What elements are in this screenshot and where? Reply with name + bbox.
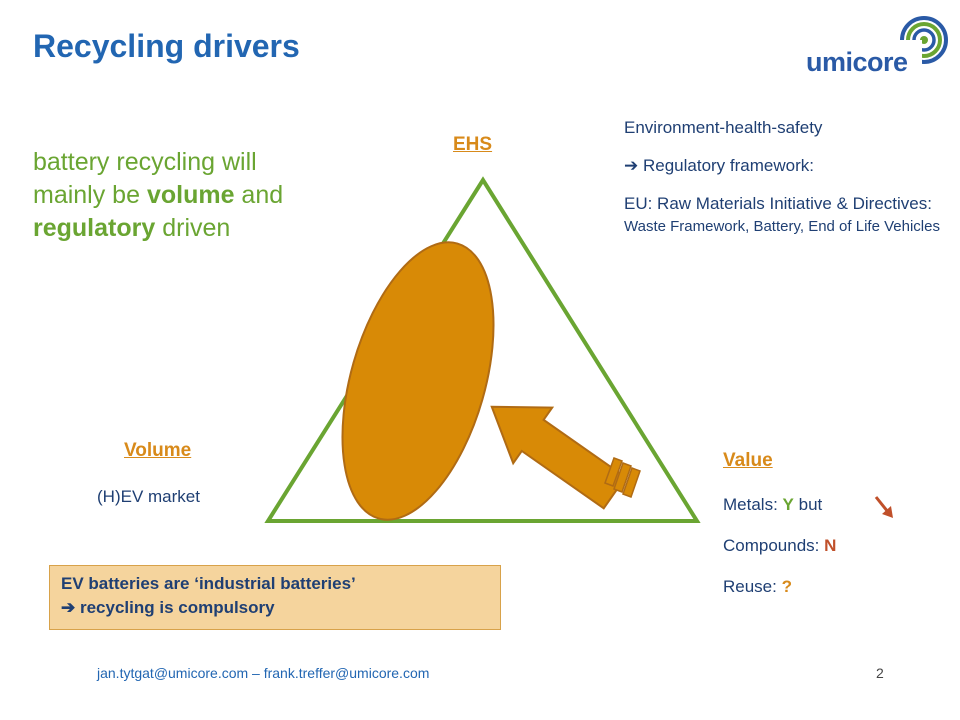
callout-box: EV batteries are ‘industrial batteries’ … bbox=[49, 565, 501, 630]
down-trend-arrow-icon bbox=[874, 496, 893, 518]
value-row-reuse: Reuse: ? bbox=[723, 577, 836, 597]
metals-value: Y bbox=[782, 495, 794, 514]
focus-ellipse bbox=[341, 241, 495, 521]
metals-suffix: but bbox=[798, 495, 823, 514]
ehs-line: Environment-health-safety bbox=[624, 118, 823, 137]
footer-contacts: jan.tytgat@umicore.com – frank.treffer@u… bbox=[97, 665, 430, 681]
value-row-compounds: Compounds: N bbox=[723, 536, 836, 556]
lead-bold-regulatory: regulatory bbox=[33, 214, 156, 242]
metals-label: Metals: bbox=[723, 495, 778, 514]
logo-text: umicore bbox=[806, 47, 908, 77]
arrow-tail-stripes bbox=[604, 457, 641, 498]
lead-statement: battery recycling will mainly be volume … bbox=[33, 146, 333, 245]
volume-description: (H)EV market bbox=[97, 487, 200, 506]
value-row-metals: Metals: Y but bbox=[723, 495, 836, 515]
value-label: Value bbox=[723, 450, 773, 471]
value-description: Metals: Y but Compounds: N Reuse: ? bbox=[723, 495, 836, 618]
volume-label: Volume bbox=[124, 440, 192, 461]
callout-line: EV batteries are ‘industrial batteries’ bbox=[61, 574, 356, 593]
page-title: Recycling drivers bbox=[33, 28, 300, 64]
ehs-directives: Waste Framework, Battery, End of Life Ve… bbox=[624, 218, 940, 235]
lead-bold-volume: volume bbox=[146, 181, 235, 209]
umicore-logo-icon bbox=[898, 16, 948, 66]
compounds-value: N bbox=[824, 536, 837, 555]
shift-arrow-icon bbox=[490, 405, 627, 510]
reuse-label: Reuse: bbox=[723, 577, 777, 596]
reuse-value: ? bbox=[781, 577, 792, 596]
ehs-description: Environment-health-safety ➔ Regulatory f… bbox=[624, 118, 944, 237]
compounds-label: Compounds: bbox=[723, 536, 820, 555]
callout-line: ➔ recycling is compulsory bbox=[61, 598, 275, 617]
ehs-line: EU: Raw Materials Initiative & Directive… bbox=[624, 194, 932, 213]
lead-part: driven bbox=[155, 214, 231, 242]
ehs-label: EHS bbox=[453, 134, 493, 155]
lead-part: and bbox=[234, 181, 284, 209]
page-number: 2 bbox=[876, 665, 884, 681]
lead-part: battery recycling will mainly be bbox=[33, 148, 257, 209]
ehs-line: ➔ Regulatory framework: bbox=[624, 156, 814, 175]
